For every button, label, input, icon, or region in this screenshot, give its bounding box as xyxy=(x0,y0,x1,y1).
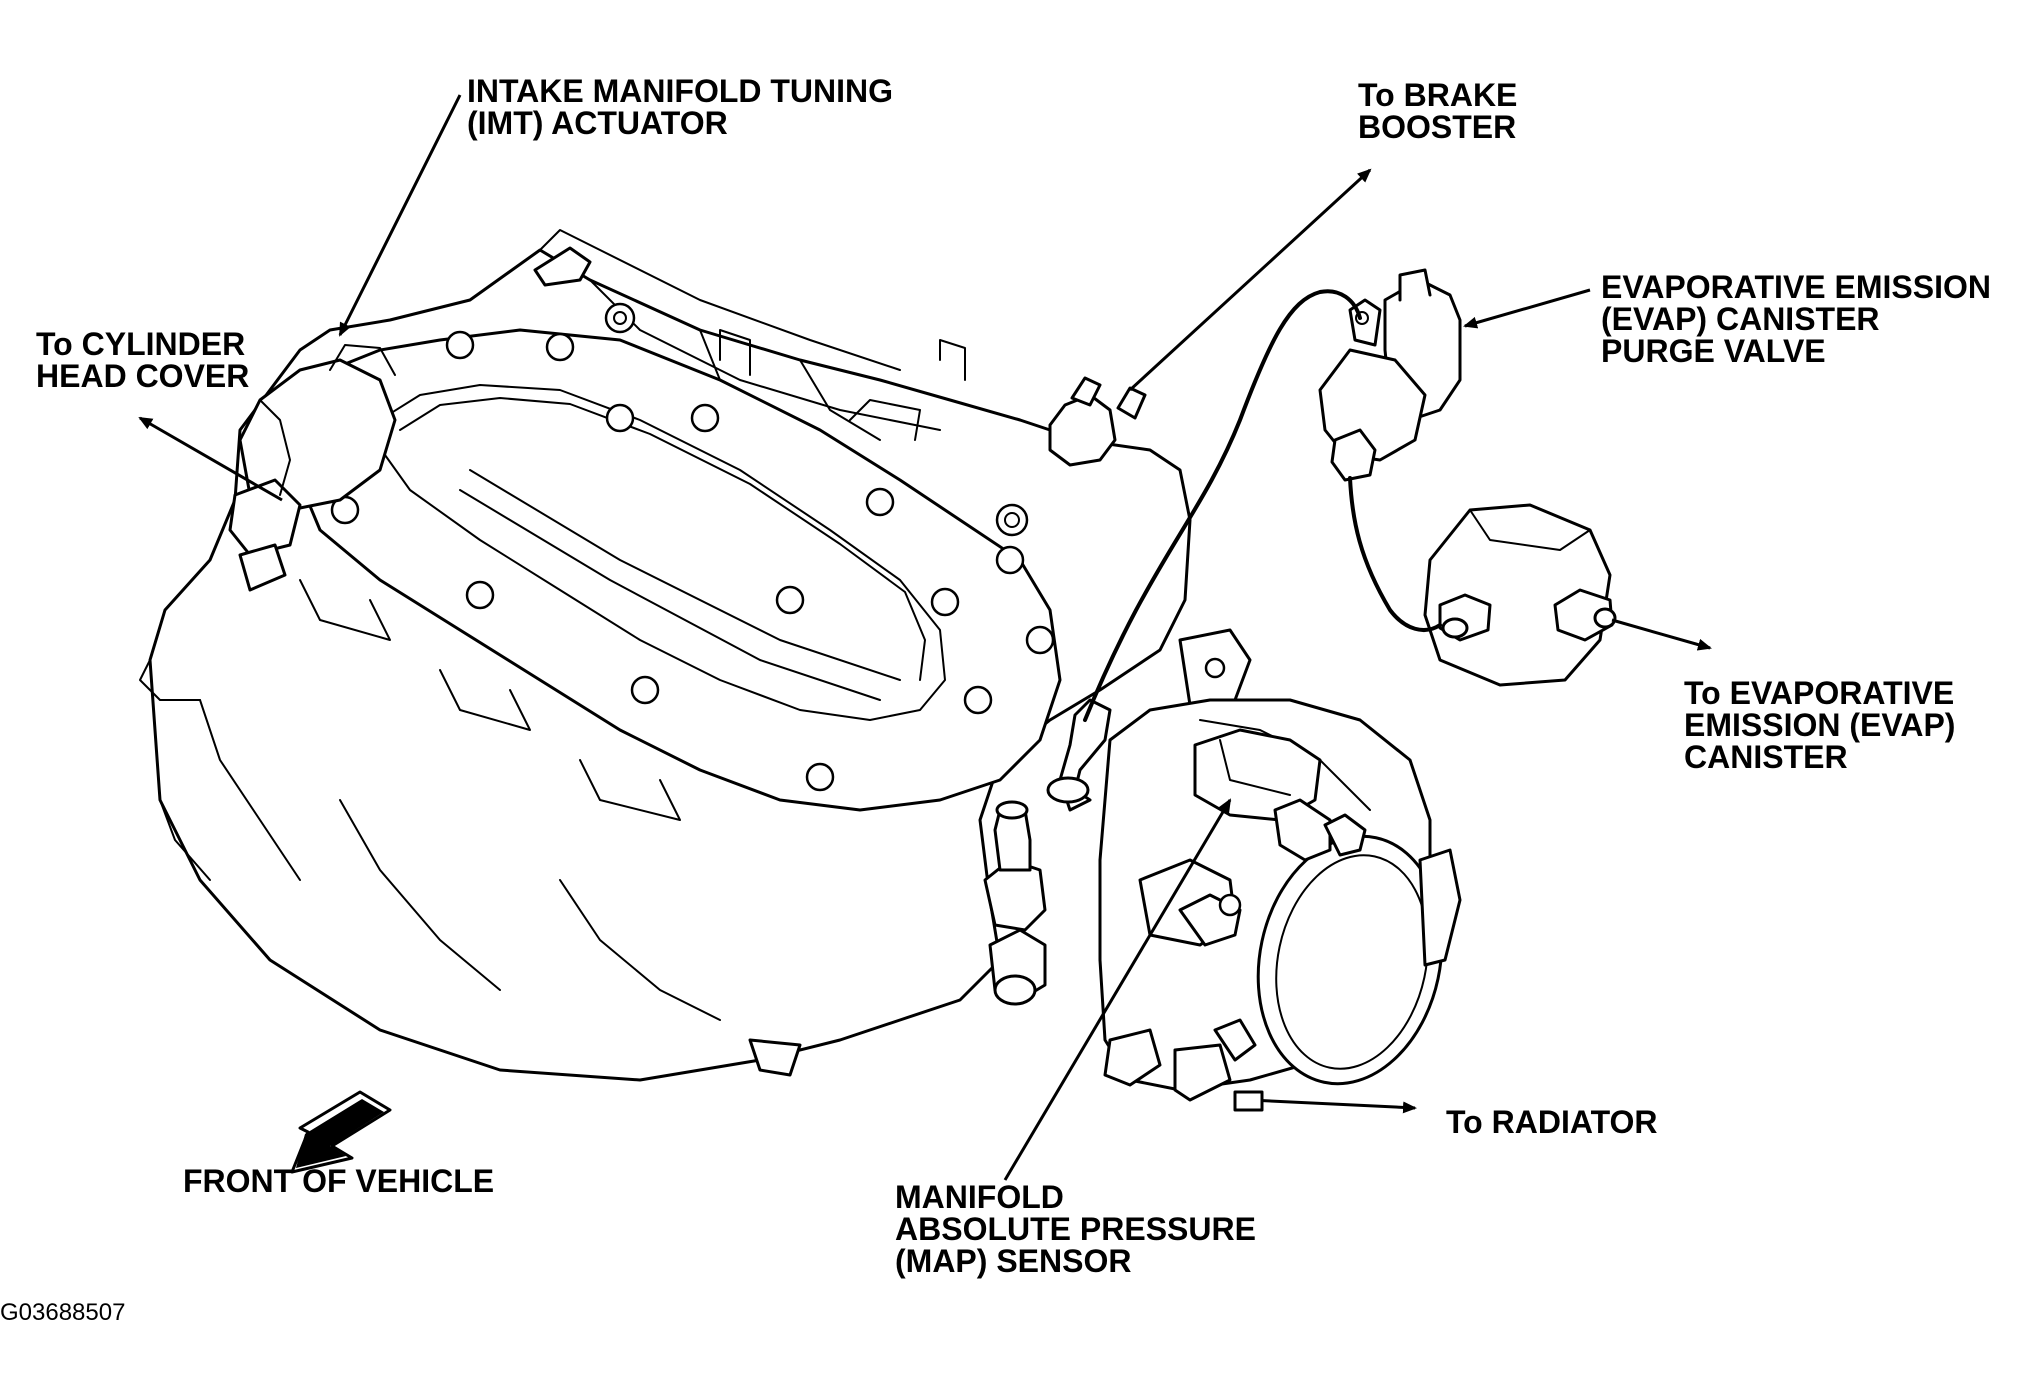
label-imt-actuator: INTAKE MANIFOLD TUNING (IMT) ACTUATOR xyxy=(467,73,902,141)
label-evap-canister: To EVAPORATIVE EMISSION (EVAP) CANISTER xyxy=(1684,675,1964,775)
front-of-vehicle-arrow xyxy=(290,1090,392,1174)
label-evap-purge-valve: EVAPORATIVE EMISSION (EVAP) CANISTER PUR… xyxy=(1601,269,2000,369)
intake-manifold xyxy=(139,229,1252,1082)
label-map-sensor: MANIFOLD ABSOLUTE PRESSURE (MAP) SENSOR xyxy=(895,1179,1265,1279)
labels: INTAKE MANIFOLD TUNING (IMT) ACTUATOR To… xyxy=(0,73,2000,1326)
flow-arrows xyxy=(138,168,1712,1114)
label-front-of-vehicle: FRONT OF VEHICLE xyxy=(183,1163,494,1199)
vacuum-hoses xyxy=(1083,289,1442,722)
leader-lines xyxy=(338,94,1591,1181)
figure-code: G03688507 xyxy=(0,1299,125,1326)
label-brake-booster: To BRAKE BOOSTER xyxy=(1358,77,1526,145)
throttle-body xyxy=(983,698,1462,1102)
evap-canister-fitting xyxy=(1423,503,1617,687)
manifold-rear-ports xyxy=(533,246,1147,537)
label-radiator: To RADIATOR xyxy=(1446,1104,1658,1140)
label-cylinder-head-cover: To CYLINDER HEAD COVER xyxy=(36,326,254,394)
cover-bolts xyxy=(323,330,1055,792)
evap-purge-valve xyxy=(1318,268,1462,482)
imt-actuator xyxy=(228,344,397,592)
